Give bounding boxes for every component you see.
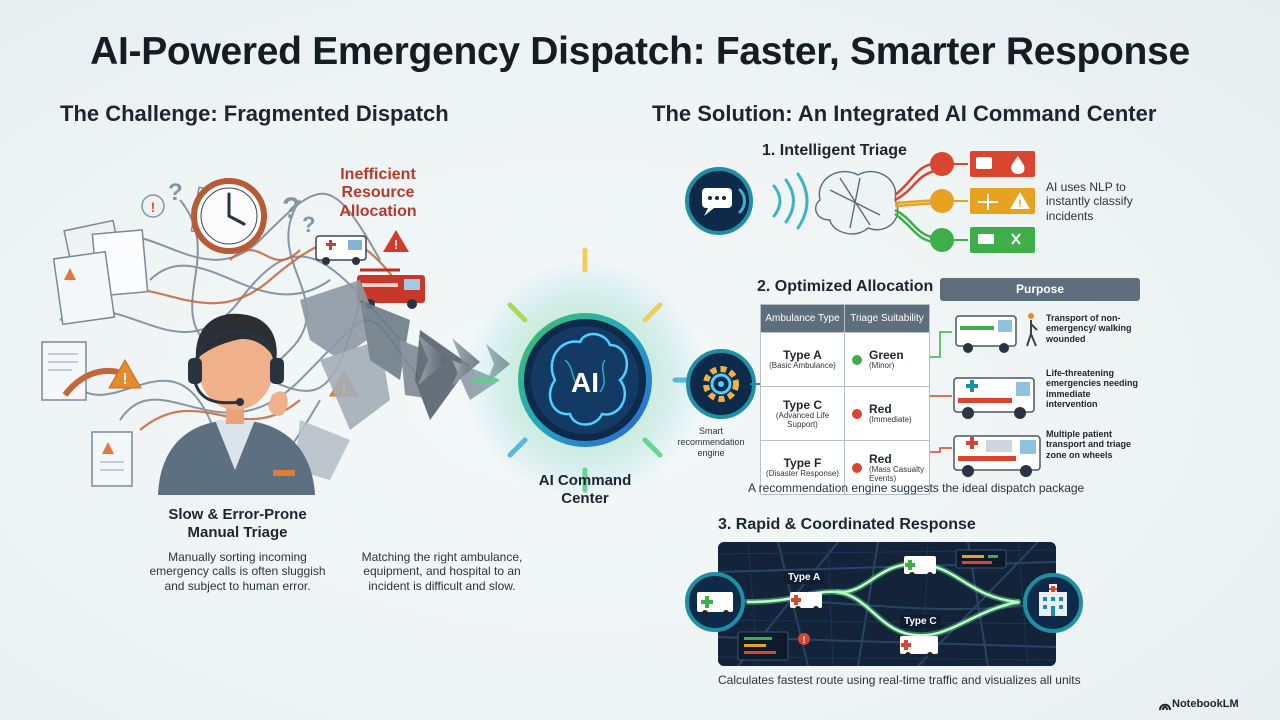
map-label-type-a: Type A — [784, 571, 825, 584]
ambulance-type: Type F — [783, 456, 822, 471]
ambulance-type-detail: (Basic Ambulance) — [769, 361, 836, 371]
suitability: Green — [869, 348, 904, 363]
svg-text:?: ? — [302, 212, 315, 237]
suitability-detail: (Mass Casualty Events) — [869, 464, 925, 483]
table-row: Type C(Advanced Life Support) Red(Immedi… — [760, 386, 930, 441]
ambulance-type-f-icon — [953, 435, 1041, 477]
purpose-text: Multiple patient transport and triage zo… — [1046, 429, 1132, 460]
map-ambulance-icon — [904, 556, 936, 578]
ambulance-type-detail: (Advanced Life Support) — [775, 410, 830, 429]
triage-category-red — [930, 151, 1035, 177]
triage-category-green — [930, 227, 1035, 253]
svg-text:!: ! — [122, 371, 127, 388]
question-mark-icon: ? ? ? — [168, 179, 315, 237]
page-title: AI-Powered Emergency Dispatch: Faster, S… — [90, 30, 1190, 73]
status-dot-red — [852, 462, 862, 473]
suitability-detail: (Minor) — [869, 361, 895, 371]
allocation-table: Ambulance Type Triage Suitability Type A… — [760, 304, 930, 495]
ambulance-type: Type C — [782, 397, 823, 412]
suitability-detail: (Immediate) — [869, 415, 912, 425]
table-row: Type F(Disaster Response) Red(Mass Casua… — [760, 440, 930, 495]
ambulance-icon — [315, 235, 367, 265]
step2-title: 2. Optimized Allocation — [757, 278, 934, 295]
map-label-type-c: Type C — [900, 615, 941, 628]
slow-triage-description: Manually sorting incoming emergency call… — [149, 550, 326, 593]
challenge-heading: The Challenge: Fragmented Dispatch — [60, 101, 449, 126]
walking-patient-icon — [1026, 313, 1038, 347]
map-ambulance-icon — [790, 592, 822, 612]
svg-text:!: ! — [1018, 198, 1022, 210]
fire-truck-icon — [357, 268, 425, 309]
suitability: Red — [869, 451, 892, 466]
svg-text:!: ! — [394, 237, 398, 252]
ambulance-type-detail: (Disaster Response) — [766, 469, 839, 479]
signal-waves-icon — [738, 172, 809, 230]
svg-text:!: ! — [151, 199, 156, 215]
ambulance-type: Type A — [783, 348, 822, 363]
neural-network-icon — [814, 170, 899, 235]
solution-heading: The Solution: An Integrated AI Command C… — [652, 101, 1157, 126]
ambulance-type-a-icon — [955, 315, 1017, 353]
purpose-text: Transport of non-emergency/ walking woun… — [1046, 313, 1132, 344]
purpose-text: Life-threatening emergencies needing imm… — [1046, 368, 1139, 410]
svg-text:!: ! — [803, 635, 806, 645]
matching-description: Matching the right ambulance, equipment,… — [361, 550, 523, 593]
traffic-status-panel — [955, 549, 1007, 569]
svg-text:?: ? — [168, 179, 183, 206]
ai-command-center-label: AI Command Center — [538, 472, 632, 507]
allocation-caption: A recommendation engine suggests the ide… — [748, 481, 1085, 495]
map-ambulance-icon — [900, 636, 938, 658]
status-dot-red — [852, 408, 862, 419]
route-map: ! — [718, 542, 1056, 666]
origin-ambulance-icon — [685, 572, 745, 632]
table-header-triage-suitability: Triage Suitability — [844, 304, 930, 333]
triage-category-orange: ! — [930, 188, 1035, 214]
svg-text:?: ? — [282, 192, 300, 225]
hospital-icon — [1023, 573, 1083, 633]
step1-title: 1. Intelligent Triage — [762, 142, 907, 159]
clock-icon — [191, 178, 267, 254]
purpose-header: Purpose — [940, 278, 1140, 301]
table-row: Type A(Basic Ambulance) Green(Minor) — [760, 332, 930, 387]
suitability: Red — [869, 402, 892, 417]
inefficient-allocation-label: Inefficient Resource Allocation — [339, 166, 417, 220]
triage-description: AI uses NLP to instantly classify incide… — [1046, 180, 1133, 223]
status-dot-green — [852, 354, 862, 365]
dispatcher-avatar — [158, 313, 315, 495]
brand-label: NotebookLM — [1172, 698, 1239, 710]
slow-triage-label: Slow & Error-Prone Manual Triage — [168, 506, 307, 541]
ambulance-type-c-icon — [953, 377, 1035, 419]
gear-icon — [686, 349, 756, 419]
traffic-status-panel — [737, 631, 789, 661]
route-caption: Calculates fastest route using real-time… — [718, 673, 1081, 687]
step3-title: 3. Rapid & Coordinated Response — [718, 516, 976, 533]
location-pin-icon: ! — [798, 633, 810, 645]
notebooklm-logo-icon — [1159, 703, 1171, 711]
ai-badge: AI — [571, 367, 599, 398]
smart-engine-label: Smart recommendation engine — [677, 426, 745, 458]
